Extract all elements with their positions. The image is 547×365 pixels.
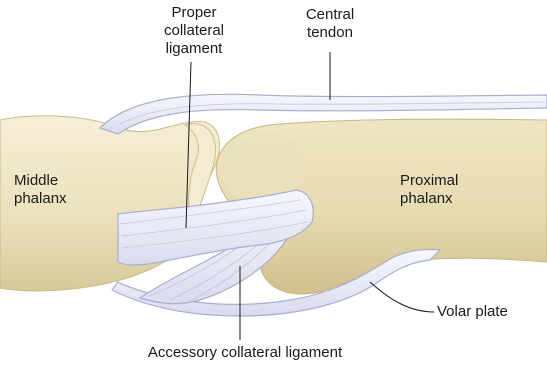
proper-collateral-ligament-label: Proper collateral ligament — [148, 4, 240, 58]
leader-volar-plate — [370, 282, 434, 312]
accessory-collateral-ligament-label: Accessory collateral ligament — [120, 344, 370, 362]
volar-plate-label: Volar plate — [437, 303, 545, 321]
proximal-phalanx-label: Proximal phalanx — [400, 172, 490, 208]
middle-phalanx-label: Middle phalanx — [14, 172, 94, 208]
central-tendon-label: Central tendon — [290, 6, 370, 42]
